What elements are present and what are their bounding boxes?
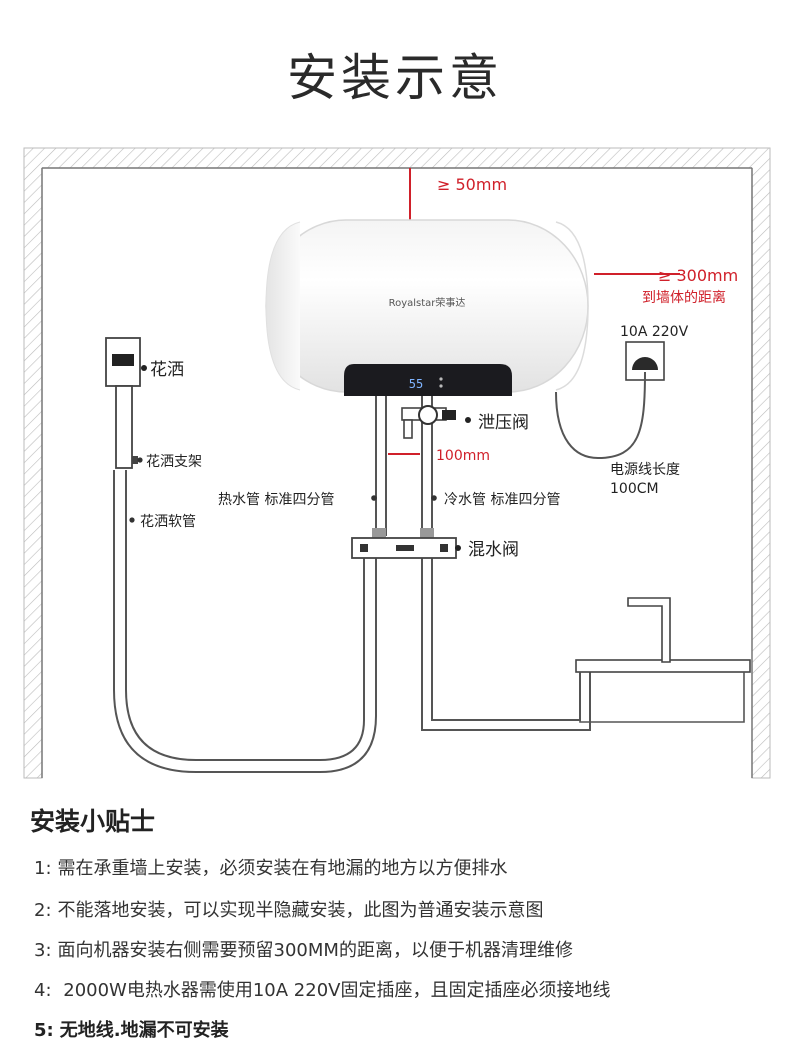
wall: [23, 147, 771, 779]
top-clearance-marker: ≥ 50mm: [409, 168, 507, 220]
tip-item: 3:面向机器安装右侧需要预留300MM的距离，以便于机器清理维修: [34, 936, 573, 962]
cold-pipe-label: 冷水管 标准四分管: [444, 492, 560, 508]
pipes: [113, 396, 591, 773]
faucet: [627, 597, 671, 663]
page-title: 安装示意: [287, 49, 503, 107]
tip-item: 1:需在承重墙上安装，必须安装在有地漏的地方以方便排水: [34, 854, 508, 880]
tip-number: 2:: [34, 900, 52, 921]
tip-text: 面向机器安装右侧需要预留300MM的距离，以便于机器清理维修: [57, 940, 573, 961]
tip-number: 5:: [34, 1020, 54, 1041]
control-panel: [344, 364, 512, 396]
side-clearance-marker: ≥ 300mm 到墙体的距离: [594, 266, 738, 306]
pressure-relief-valve: 泄压阀: [401, 405, 529, 439]
pipe-gap-marker: 100mm: [388, 448, 490, 464]
pipe-gap-label: 100mm: [436, 448, 490, 464]
panel-indicator: [439, 384, 443, 388]
tip-item: 2:不能落地安装，可以实现半隐藏安装，此图为普通安装示意图: [34, 896, 544, 922]
panel-indicator: [439, 377, 443, 381]
tip-number: 1:: [34, 858, 52, 879]
tip-text: 需在承重墙上安装，必须安装在有地漏的地方以方便排水: [57, 858, 508, 879]
mixing-valve: 混水阀: [351, 528, 519, 560]
hot-pipe-label: 热水管 标准四分管: [218, 492, 334, 508]
tip-number: 3:: [34, 940, 52, 961]
shower-head: 花洒 花洒支架 花洒软管: [105, 337, 202, 530]
power-cord-length: 电源线长度: [610, 462, 680, 478]
side-clearance-label: ≥ 300mm: [658, 266, 738, 285]
temperature-display: 55: [409, 377, 423, 391]
relief-valve-label: 泄压阀: [478, 413, 529, 433]
tip-text: 无地线.地漏不可安装: [59, 1020, 229, 1041]
power-socket: 10A 220V 电源线长度 100CM: [555, 324, 689, 497]
brand-logo: Royalstar荣事达: [389, 296, 466, 309]
tip-text: 不能落地安装，可以实现半隐藏安装，此图为普通安装示意图: [57, 900, 544, 921]
water-heater: Royalstar荣事达 55: [265, 219, 589, 396]
shower-hose-label: 花洒软管: [140, 514, 196, 530]
shower-bracket-label: 花洒支架: [146, 454, 202, 470]
tips-heading: 安装小贴士: [30, 807, 156, 836]
tip-text: 2000W电热水器需使用10A 220V固定插座，且固定插座必须接地线: [57, 980, 611, 1001]
tip-item: 5:无地线.地漏不可安装: [34, 1016, 229, 1042]
shower-head-label: 花洒: [150, 360, 184, 380]
power-cord-value: 100CM: [610, 481, 659, 497]
tip-number: 4:: [34, 980, 52, 1001]
installation-diagram: ≥ 50mm ≥ 300mm 到墙体的距离 Royalstar荣事达 55 10…: [23, 147, 771, 779]
mixing-valve-label: 混水阀: [468, 540, 519, 560]
top-clearance-label: ≥ 50mm: [437, 175, 507, 194]
sink: [575, 597, 751, 723]
side-clearance-note: 到墙体的距离: [642, 289, 726, 306]
tip-item: 4: 2000W电热水器需使用10A 220V固定插座，且固定插座必须接地线: [34, 976, 610, 1002]
socket-label: 10A 220V: [620, 324, 689, 340]
